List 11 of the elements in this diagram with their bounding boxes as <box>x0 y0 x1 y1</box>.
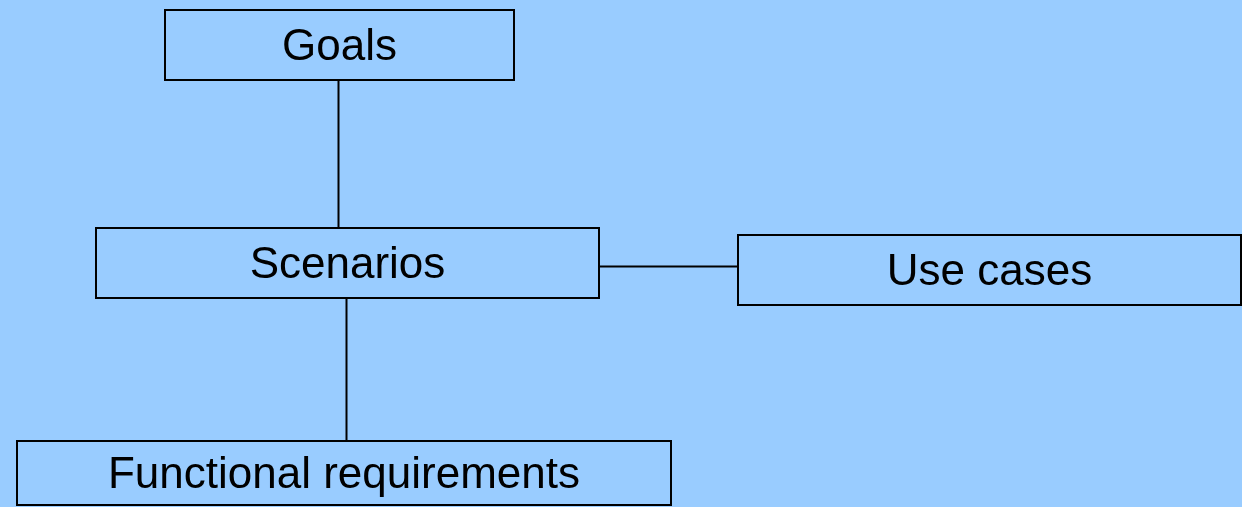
connector-line <box>599 265 738 268</box>
box-label: Functional requirements <box>108 448 580 498</box>
process-box <box>737 234 1242 306</box>
box-label: Scenarios <box>249 238 446 288</box>
process-box <box>95 227 600 299</box>
process-box <box>16 440 672 506</box>
box-label: Use cases <box>886 245 1093 295</box>
connector-line <box>345 298 348 441</box>
box-label: Goals <box>282 20 397 70</box>
process-box <box>164 9 515 81</box>
connector-line <box>337 80 340 228</box>
